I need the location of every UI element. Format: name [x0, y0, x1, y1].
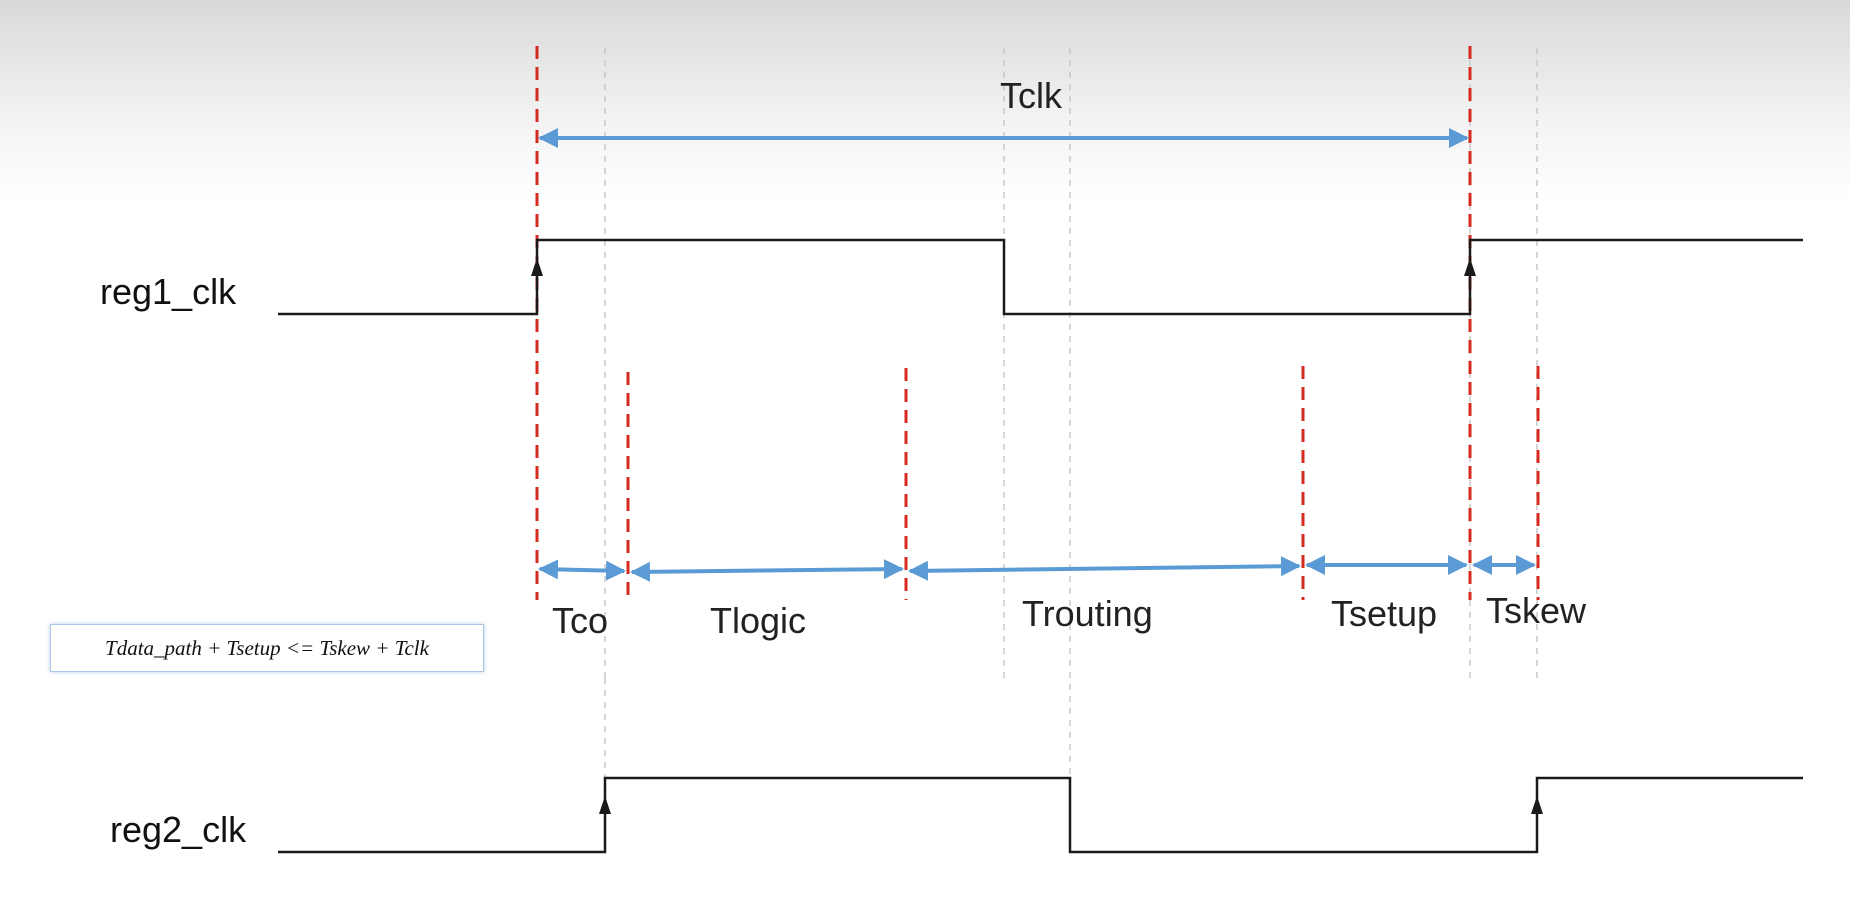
tlogic-label: Tlogic: [710, 600, 806, 641]
trouting-label: Trouting: [1022, 593, 1153, 634]
tlogic-arrow: [630, 559, 904, 582]
reg1-rising-edge-arrow-1: [531, 258, 543, 276]
reg2-rising-edge-arrow-2: [1531, 796, 1543, 814]
reg2-clk-label: reg2_clk: [110, 809, 247, 850]
tskew-label: Tskew: [1486, 590, 1587, 631]
tco-label: Tco: [552, 600, 608, 641]
tco-arrow: [538, 559, 626, 581]
reg1-rising-edge-arrow-2: [1464, 258, 1476, 276]
setup-constraint-formula: Tdata_path + Tsetup <= Tskew + Tclk: [50, 624, 484, 672]
tclk-label: Tclk: [1000, 75, 1063, 116]
trouting-arrow: [908, 556, 1301, 581]
tsetup-label: Tsetup: [1331, 593, 1437, 634]
marker-lines: [535, 46, 1540, 600]
reg2-rising-edge-arrow-1: [599, 796, 611, 814]
reg2-clk-waveform: [278, 776, 1803, 854]
reg1-clk-waveform: [278, 238, 1803, 316]
reg1-clk-label: reg1_clk: [100, 271, 237, 312]
guide-lines: [604, 48, 1538, 852]
interval-arrows: [538, 555, 1536, 582]
